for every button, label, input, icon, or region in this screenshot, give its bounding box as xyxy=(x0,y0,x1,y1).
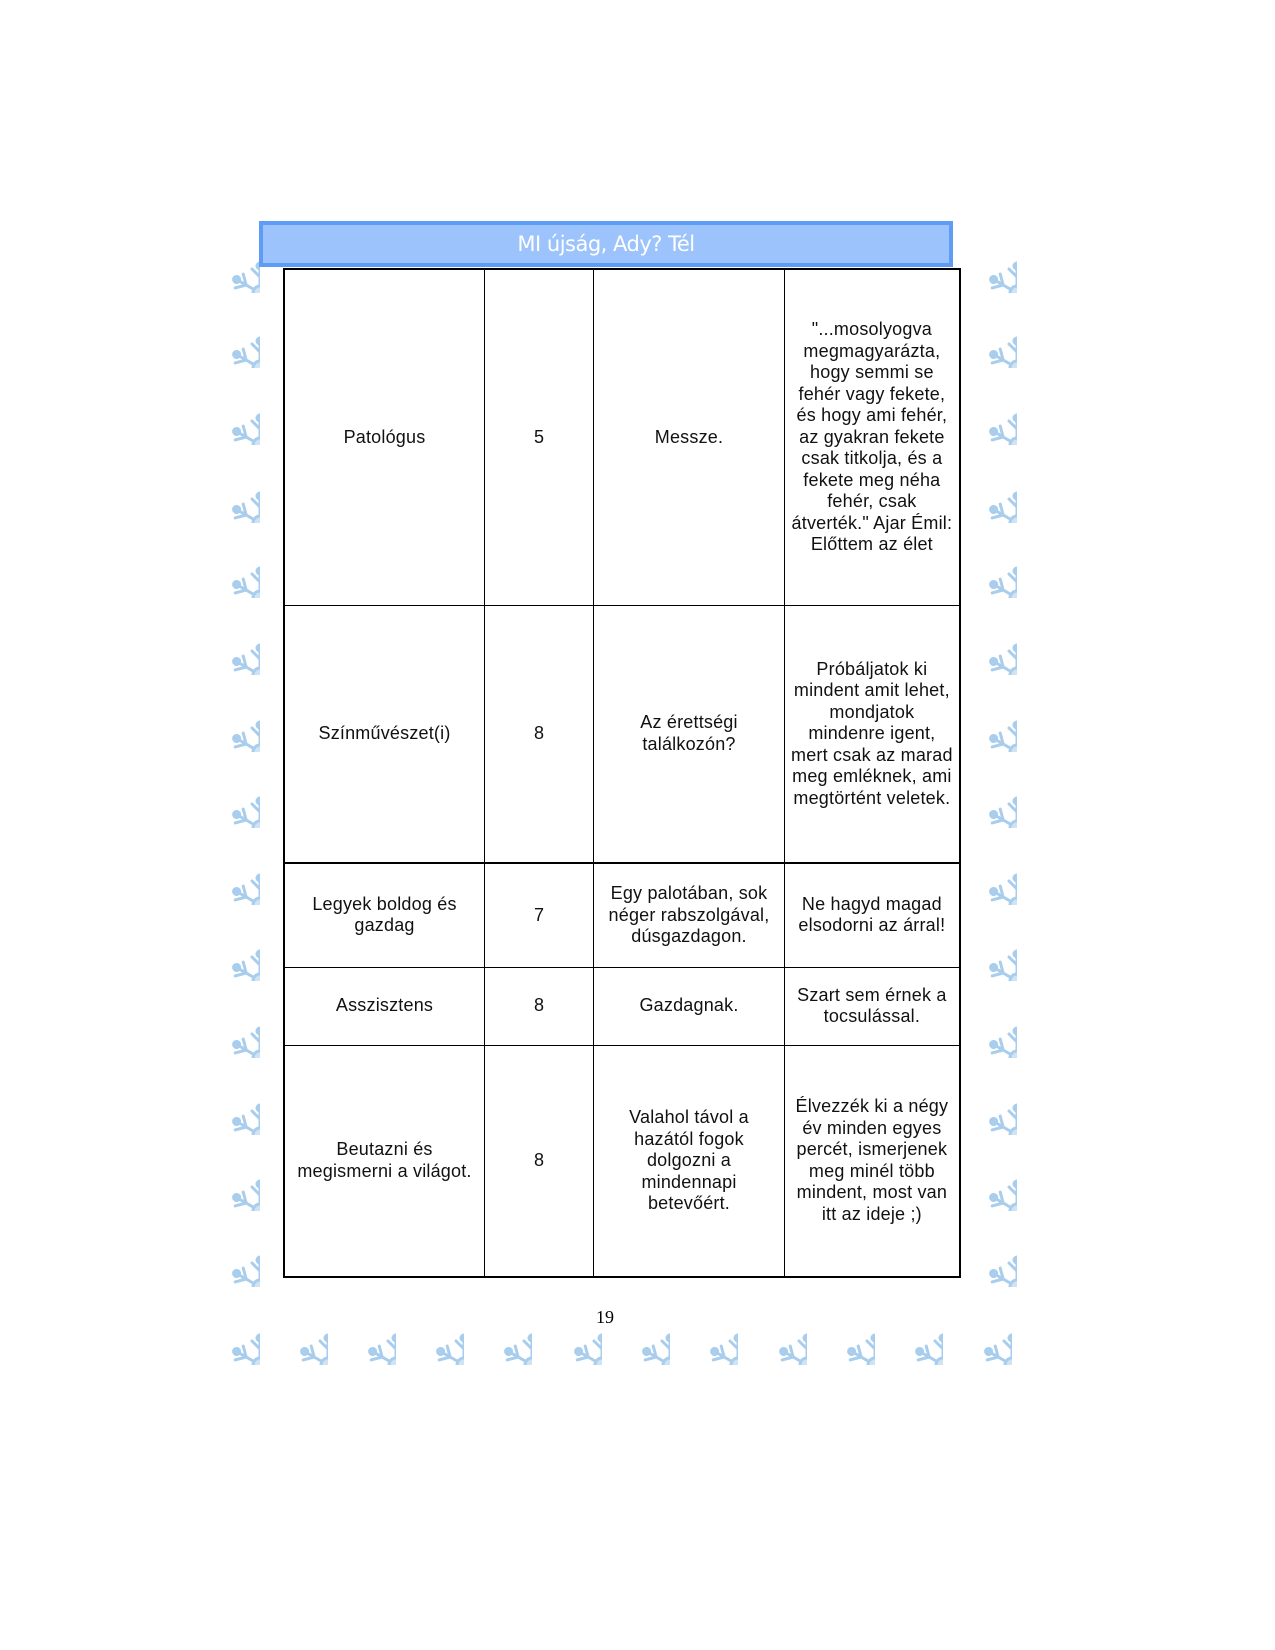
table-cell: Beutazni és megismerni a világot. xyxy=(283,1044,486,1278)
snowflake-icon xyxy=(196,1065,260,1135)
snowflake-icon xyxy=(953,1065,1017,1135)
snowflake-icon xyxy=(879,1295,943,1365)
snowflake-icon xyxy=(196,605,260,675)
table-cell: Az érettségi találkozón? xyxy=(593,604,785,864)
snowflake-icon xyxy=(196,682,260,752)
snowflake-icon xyxy=(953,223,1017,293)
snowflake-icon xyxy=(196,1295,260,1365)
table-cell: 8 xyxy=(484,1044,595,1278)
snowflake-icon xyxy=(953,988,1017,1058)
snowflake-icon xyxy=(264,1295,328,1365)
snowflake-icon xyxy=(953,375,1017,445)
snowflake-icon xyxy=(674,1295,738,1365)
table-cell: Gazdagnak. xyxy=(593,966,785,1046)
snowflake-icon xyxy=(953,453,1017,523)
snowflake-icon xyxy=(332,1295,396,1365)
snowflake-icon xyxy=(196,988,260,1058)
snowflake-icon xyxy=(948,1295,1012,1365)
snowflake-icon xyxy=(953,758,1017,828)
table-row: Színművészet(i) 8 Az érettségi találkozó… xyxy=(283,604,961,864)
snowflake-icon xyxy=(953,835,1017,905)
snowflake-icon xyxy=(196,1217,260,1287)
snowflake-icon xyxy=(400,1295,464,1365)
snowflake-icon xyxy=(606,1295,670,1365)
table-cell: Legyek boldog és gazdag xyxy=(283,862,486,968)
header-title: MI újság, Ady? Tél xyxy=(517,232,695,256)
snowflake-icon xyxy=(953,1217,1017,1287)
snowflake-icon xyxy=(953,605,1017,675)
snowflake-icon xyxy=(196,911,260,981)
table-row: Asszisztens 8 Gazdagnak. Szart sem érnek… xyxy=(283,966,961,1046)
table-cell: Ne hagyd magad elsodorni az árral! xyxy=(783,862,961,968)
table-cell: Messze. xyxy=(593,268,785,606)
table-cell: 7 xyxy=(484,862,595,968)
snowflake-icon xyxy=(196,375,260,445)
snowflake-icon xyxy=(196,453,260,523)
snowflake-icon xyxy=(953,911,1017,981)
table-row: Patológus 5 Messze. "...mosolyogva megma… xyxy=(283,268,961,606)
snowflake-icon xyxy=(953,1141,1017,1211)
snowflake-icon xyxy=(743,1295,807,1365)
page-number: 19 xyxy=(596,1307,614,1327)
table-cell: 5 xyxy=(484,268,595,606)
table-cell: Élvezzék ki a négy év minden egyes percé… xyxy=(783,1044,961,1278)
table-row: Beutazni és megismerni a világot. 8 Vala… xyxy=(283,1044,961,1278)
snowflake-icon xyxy=(811,1295,875,1365)
snowflake-icon xyxy=(196,223,260,293)
snowflake-icon xyxy=(196,1141,260,1211)
page-header: MI újság, Ady? Tél xyxy=(259,221,953,267)
table-cell: Próbáljatok ki mindent amit lehet, mondj… xyxy=(783,604,961,864)
snowflake-icon xyxy=(468,1295,532,1365)
table-row: Legyek boldog és gazdag 7 Egy palotában,… xyxy=(283,862,961,968)
table-cell: Patológus xyxy=(283,268,486,606)
snowflake-icon xyxy=(196,835,260,905)
snowflake-icon xyxy=(953,682,1017,752)
snowflake-icon xyxy=(953,528,1017,598)
table-cell: Színművészet(i) xyxy=(283,604,486,864)
survey-table: Patológus 5 Messze. "...mosolyogva megma… xyxy=(283,268,961,1278)
snowflake-icon xyxy=(196,298,260,368)
table-cell: "...mosolyogva megmagyarázta, hogy semmi… xyxy=(783,268,961,606)
snowflake-icon xyxy=(196,758,260,828)
snowflake-icon xyxy=(196,528,260,598)
table-cell: Valahol távol a hazától fogok dolgozni a… xyxy=(593,1044,785,1278)
table-cell: Szart sem érnek a tocsulással. xyxy=(783,966,961,1046)
table-cell: Egy palotában, sok néger rabszolgával, d… xyxy=(593,862,785,968)
table-cell: 8 xyxy=(484,604,595,864)
snowflake-icon xyxy=(538,1295,602,1365)
table-cell: 8 xyxy=(484,966,595,1046)
table-cell: Asszisztens xyxy=(283,966,486,1046)
snowflake-icon xyxy=(953,298,1017,368)
